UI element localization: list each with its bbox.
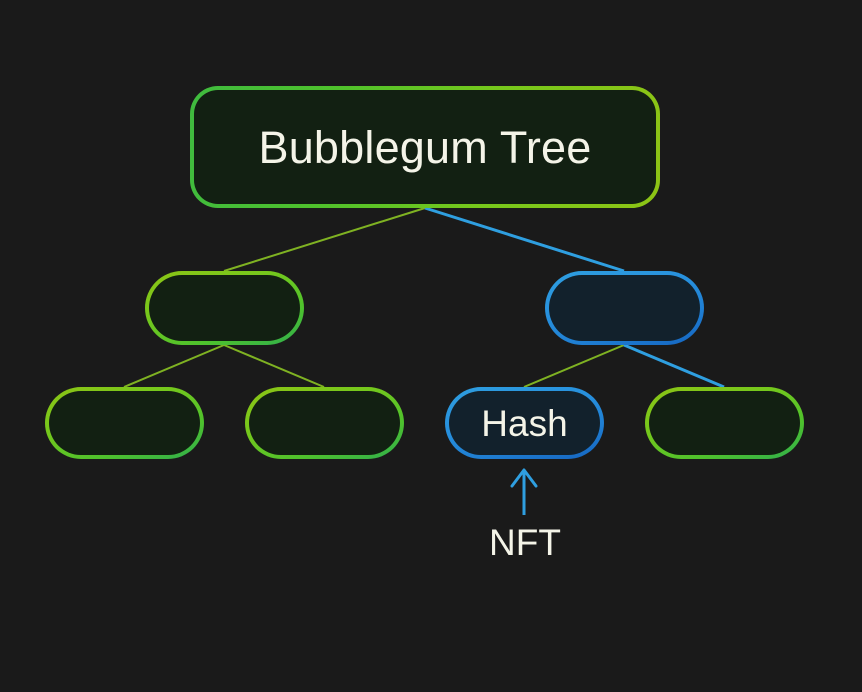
- edge-mid-right-to-leaf-3: [623, 343, 725, 389]
- node-mid-left[interactable]: [145, 271, 304, 345]
- node-bubblegum-tree[interactable]: Bubblegum Tree: [190, 86, 660, 208]
- edge-mid-left-to-leaf-0: [123, 344, 225, 388]
- nft-arrow: [510, 468, 538, 515]
- edge-root-to-mid-left: [223, 207, 426, 272]
- edge-root-to-mid-right: [424, 206, 625, 273]
- annotation-nft-label: NFT: [489, 522, 561, 563]
- node-leaf-hash[interactable]: Hash: [445, 387, 604, 459]
- node-mid-right[interactable]: [545, 271, 704, 345]
- node-leaf-0[interactable]: [45, 387, 204, 459]
- edge-mid-right-to-leaf-2: [523, 344, 625, 388]
- node-label-leaf-hash: Hash: [481, 402, 568, 444]
- node-label-root: Bubblegum Tree: [258, 121, 592, 173]
- edge-mid-left-to-leaf-1: [223, 344, 325, 388]
- annotation-nft: NFT: [425, 524, 625, 561]
- node-leaf-3[interactable]: [645, 387, 804, 459]
- node-leaf-1[interactable]: [245, 387, 404, 459]
